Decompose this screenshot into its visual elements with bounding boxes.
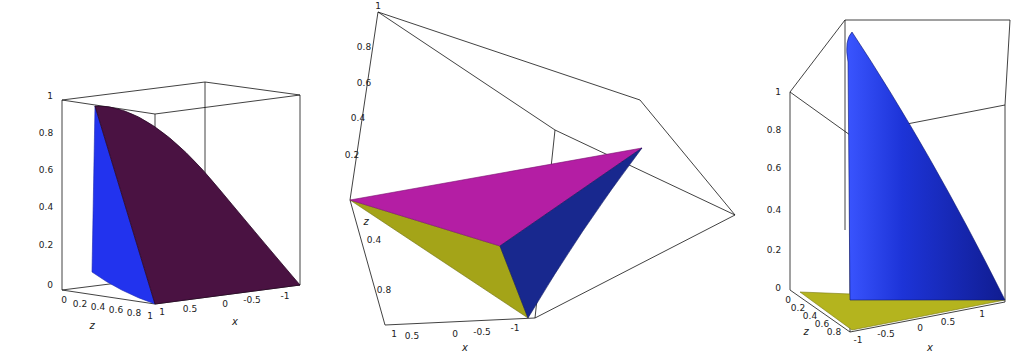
tick-label: 0.5: [941, 318, 955, 327]
tick-label: 1: [47, 92, 53, 101]
tick-label: -1: [511, 324, 520, 333]
tick-label: 0: [775, 284, 781, 293]
axis-label: z: [89, 321, 94, 331]
tick-label: 0.8: [827, 328, 841, 337]
tick-label: 0: [222, 300, 228, 309]
tick-label: 1: [159, 308, 165, 317]
tick-label: -1: [281, 292, 290, 301]
tick-label: -0.5: [473, 328, 491, 337]
tick-label: 0.4: [767, 206, 781, 215]
axis-label: x: [462, 343, 468, 353]
tick-label: 0: [917, 324, 923, 333]
tick-label: -0.5: [877, 330, 895, 339]
tick-label: 0.8: [767, 126, 781, 135]
tick-label: 0.2: [345, 151, 359, 160]
tick-label: 0.8: [39, 129, 53, 138]
tick-label: 1: [775, 88, 781, 97]
tick-label: 0.6: [109, 306, 123, 315]
tick-label: 0.5: [183, 305, 197, 314]
tick-label: 0.4: [367, 236, 381, 245]
tick-label: 1: [391, 330, 397, 339]
axis-label: x: [232, 317, 238, 327]
tick-label: 0.4: [91, 303, 105, 312]
tick-label: 0: [47, 281, 53, 290]
tick-label: 0.8: [377, 286, 391, 295]
tick-label: 0: [61, 296, 67, 305]
tick-label: 0.2: [39, 241, 53, 250]
axis-label: z: [363, 217, 368, 227]
tick-label: 0.8: [127, 309, 141, 318]
tick-label: 1: [375, 2, 381, 11]
tick-label: -0.5: [243, 296, 261, 305]
tick-label: 1: [979, 310, 985, 319]
tick-label: 0.6: [39, 166, 53, 175]
tick-label: 0.5: [405, 332, 419, 341]
tick-label: 0.6: [767, 164, 781, 173]
tick-label: 0.4: [39, 203, 53, 212]
tick-label: 0.2: [767, 246, 781, 255]
tick-label: 0: [452, 330, 458, 339]
tick-label: 0.6: [357, 79, 371, 88]
tick-label: 0.2: [73, 300, 87, 309]
axis-label: x: [927, 343, 933, 353]
tick-label: 0.4: [351, 114, 365, 123]
tick-label: -1: [854, 336, 863, 345]
tick-label: 0.8: [357, 43, 371, 52]
tick-label: 0: [785, 296, 791, 305]
tick-label: 1: [147, 312, 153, 321]
axis-label: z: [803, 327, 808, 337]
